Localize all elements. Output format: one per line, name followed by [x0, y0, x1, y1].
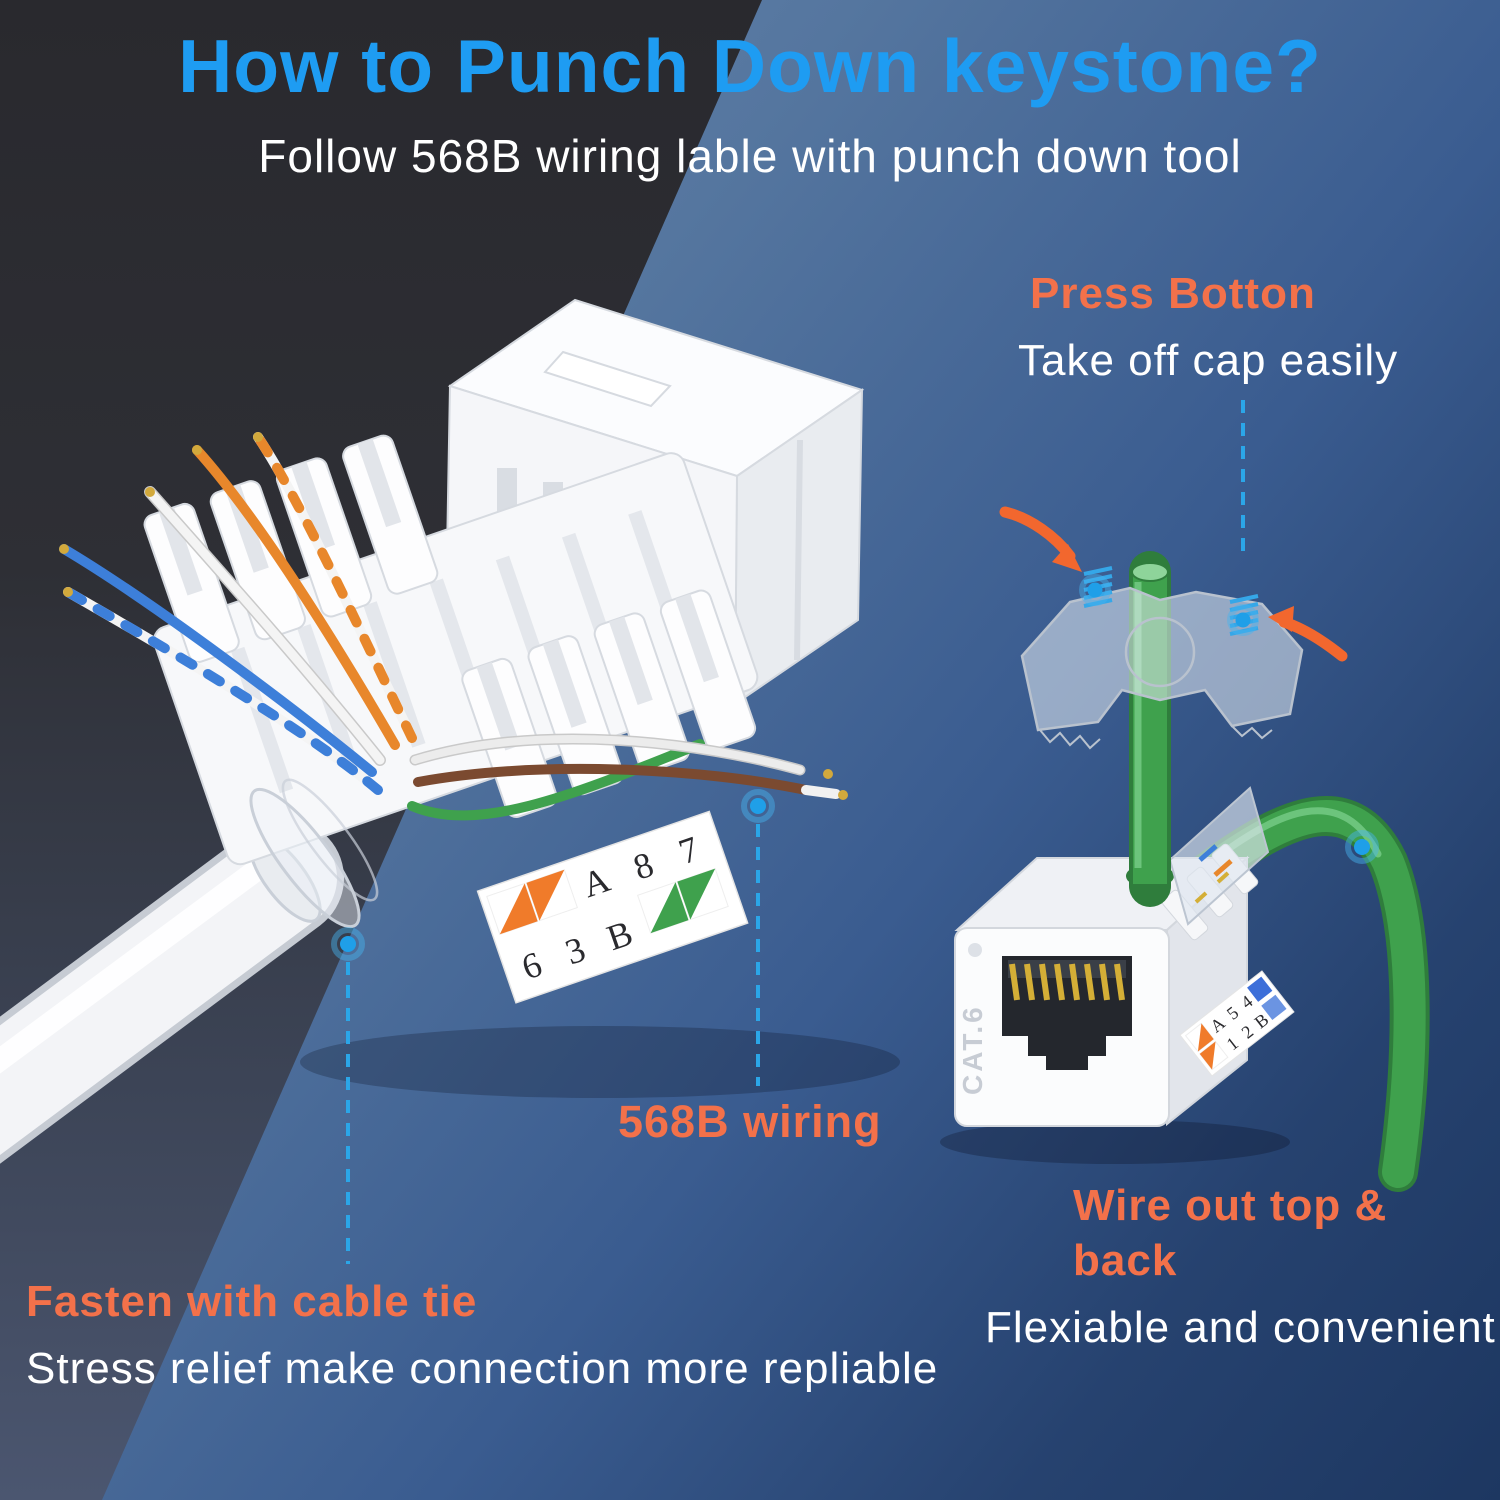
white-ethernet-cable: [0, 819, 344, 1164]
callout-wire-out: Wire out top & back Flexiable and conven…: [985, 1178, 1500, 1355]
page-title: How to Punch Down keystone?: [178, 24, 1322, 108]
dot-wiring: [741, 789, 775, 823]
callout-markers: [331, 400, 1379, 1264]
callout-568b-wiring: 568B wiring: [618, 1096, 882, 1147]
callout-press-button: Press Botton Take off cap easily: [1018, 266, 1398, 388]
fasten-subtext: Stress relief make connection more repli…: [26, 1344, 939, 1393]
dust-cap: [999, 506, 1348, 750]
small-keystone-jack: CAT.6 A 5: [954, 786, 1295, 1127]
small-wiring-sticker: A 5 4 1 2 B: [1179, 970, 1295, 1077]
wiring-sticker-568b: A 8 7 6 3 B: [476, 810, 749, 1004]
cat6-label: CAT.6: [957, 1004, 988, 1095]
wire-copper-tip: [823, 769, 833, 779]
dot-cable-back: [1345, 830, 1379, 864]
wire-copper-tip: [838, 790, 848, 800]
rj45-port: [1002, 956, 1132, 1070]
dot-cap-right: [1227, 604, 1259, 636]
cable-tie: [249, 778, 379, 929]
page-subtitle: Follow 568B wiring lable with punch down…: [258, 130, 1242, 182]
jack-latch: [543, 350, 672, 408]
cap-cable-hole: [1124, 616, 1196, 688]
cap-teeth-left: [1039, 729, 1101, 750]
wire-out-heading: Wire out top & back: [1073, 1181, 1388, 1285]
cap-teeth-right: [1231, 725, 1273, 740]
small-jack-shadow: [940, 1120, 1290, 1164]
wire-out-subtext: Flexiable and convenient: [985, 1303, 1496, 1352]
main-jack-shadow: [300, 1026, 900, 1098]
idc-towers-left: [143, 434, 439, 664]
cat6-wires: [59, 432, 848, 821]
punch-down-block: A 8 7 6 3 B: [143, 434, 759, 1004]
dot-cap-left: [1079, 574, 1111, 606]
fasten-heading: Fasten with cable tie: [26, 1277, 478, 1326]
press-arrow-right-icon: [1268, 606, 1348, 662]
press-arrow-left-icon: [999, 506, 1082, 572]
dot-fasten: [331, 927, 365, 961]
punch-towers-small: [1161, 786, 1270, 941]
press-button-heading: Press Botton: [1030, 269, 1316, 318]
gold-pins: [1009, 963, 1125, 1001]
callout-fasten: Fasten with cable tie Stress relief make…: [26, 1274, 938, 1396]
press-button-subtext: Take off cap easily: [1018, 336, 1399, 385]
